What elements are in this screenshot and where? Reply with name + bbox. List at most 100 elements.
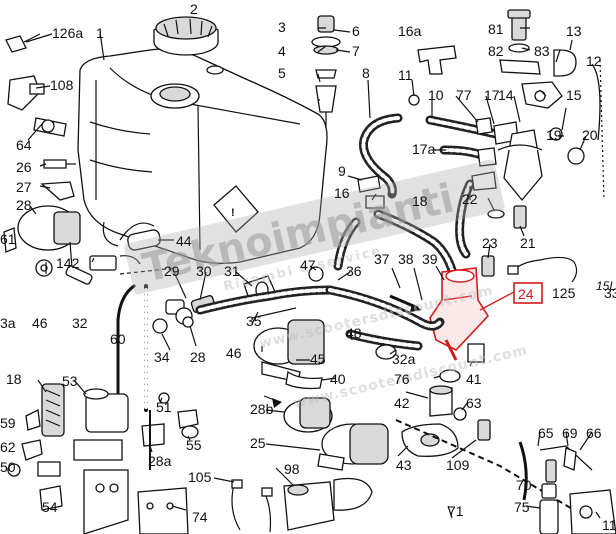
part-label: 6: [352, 23, 360, 39]
lower-right-parts: [285, 343, 491, 457]
part-label: 9: [338, 163, 346, 179]
part-label: 17a: [412, 141, 436, 157]
part-label: 5: [278, 65, 286, 81]
part-label: 3a: [0, 315, 16, 331]
part-label: 43: [396, 457, 412, 473]
part-label: 4: [278, 43, 286, 59]
part-label: 33: [604, 285, 616, 301]
leader-lines: [23, 27, 601, 519]
damper-stack: [311, 15, 341, 128]
part-label: 32a: [392, 351, 416, 367]
part-label: 48: [346, 325, 362, 341]
part-label: 69: [562, 425, 578, 441]
part-label: 34: [154, 349, 170, 365]
middle-row-parts: [152, 266, 335, 334]
part-label: 53: [62, 373, 78, 389]
part-label: 83: [534, 43, 550, 59]
part-label: 17: [484, 87, 500, 103]
part-label: 65: [538, 425, 554, 441]
part-label: 10: [428, 87, 444, 103]
part-label: 18: [412, 193, 428, 209]
part-label: 71: [448, 503, 464, 519]
hoses-to-pump: [325, 285, 445, 360]
part-label: 46: [32, 315, 48, 331]
part-label: 16a: [398, 23, 422, 39]
part-label: 46: [226, 345, 242, 361]
part-label: 61: [0, 231, 16, 247]
part-label: 47: [300, 257, 316, 273]
part-label: 76: [394, 371, 410, 387]
part-label: 42: [394, 395, 410, 411]
part-label: 20: [582, 127, 598, 143]
part-label: 22: [462, 191, 478, 207]
part-label: 32: [72, 315, 88, 331]
part-label: 28: [16, 197, 32, 213]
part-label: 1: [96, 25, 104, 41]
part-label: 66: [586, 425, 602, 441]
part-label: 31: [224, 263, 240, 279]
fuel-tank: !: [77, 48, 328, 264]
part-label: 21: [520, 235, 536, 251]
part-label: 63: [466, 395, 482, 411]
part-label: 29: [164, 263, 180, 279]
part-label: 74: [192, 509, 208, 525]
part-label: 105: [188, 469, 212, 485]
part-label: 16: [334, 185, 350, 201]
part-label: 81: [488, 21, 504, 37]
part-label: 82: [488, 43, 504, 59]
fuel-pump-24: [429, 267, 543, 361]
part-label: 19: [546, 127, 562, 143]
part-label: 75: [514, 499, 530, 515]
part-label: 38: [398, 251, 414, 267]
part-label: 39: [422, 251, 438, 267]
part-label: 41: [466, 371, 482, 387]
part-label: 11: [602, 517, 616, 533]
part-label: 126a: [52, 25, 83, 41]
wire-125: [507, 256, 578, 283]
part-label: 30: [196, 263, 212, 279]
part-label: 3: [278, 19, 286, 35]
part-label: 35: [246, 313, 262, 329]
bottom-components: [83, 441, 616, 534]
part-label: 23: [482, 235, 498, 251]
part-label: 77: [456, 87, 472, 103]
part-label: 44: [176, 233, 192, 249]
fuel-pipe-group: [439, 145, 527, 277]
part-label: 60: [110, 331, 126, 347]
part-label: 50: [0, 459, 16, 475]
part-label: 28b: [250, 401, 274, 417]
part-label: 15: [566, 87, 582, 103]
part-label: 54: [42, 499, 58, 515]
part-label: 40: [330, 371, 346, 387]
part-label: 51: [156, 399, 172, 415]
left-bottom-components: [7, 383, 199, 511]
part-label: 125: [552, 285, 576, 301]
hoses-left: [116, 267, 177, 432]
part-label: 98: [284, 461, 300, 477]
part-label: 15LD: [596, 279, 616, 293]
part-label: 12: [586, 53, 602, 69]
highlight-label-24: 24: [518, 286, 534, 302]
svg-text:!: !: [231, 207, 235, 219]
part-label: 36: [346, 263, 362, 279]
part-label: 70: [516, 477, 532, 493]
part-label: 18: [6, 371, 22, 387]
part-label: 27: [16, 179, 32, 195]
part-label: 45: [310, 351, 326, 367]
part-label: 14: [498, 87, 514, 103]
tank-cap: [153, 16, 219, 56]
part-label: 2: [190, 1, 198, 17]
part-label: 62: [0, 439, 16, 455]
part-label: 55: [186, 437, 202, 453]
left-components: [3, 33, 161, 285]
part-label: 13: [566, 23, 582, 39]
part-label: 28a: [148, 453, 172, 469]
part-label: 59: [0, 415, 16, 431]
part-label: 64: [16, 137, 32, 153]
part-label: 26: [16, 159, 32, 175]
part-label: 7: [352, 43, 360, 59]
part-label: 109: [446, 457, 470, 473]
part-label: 142: [56, 255, 80, 271]
